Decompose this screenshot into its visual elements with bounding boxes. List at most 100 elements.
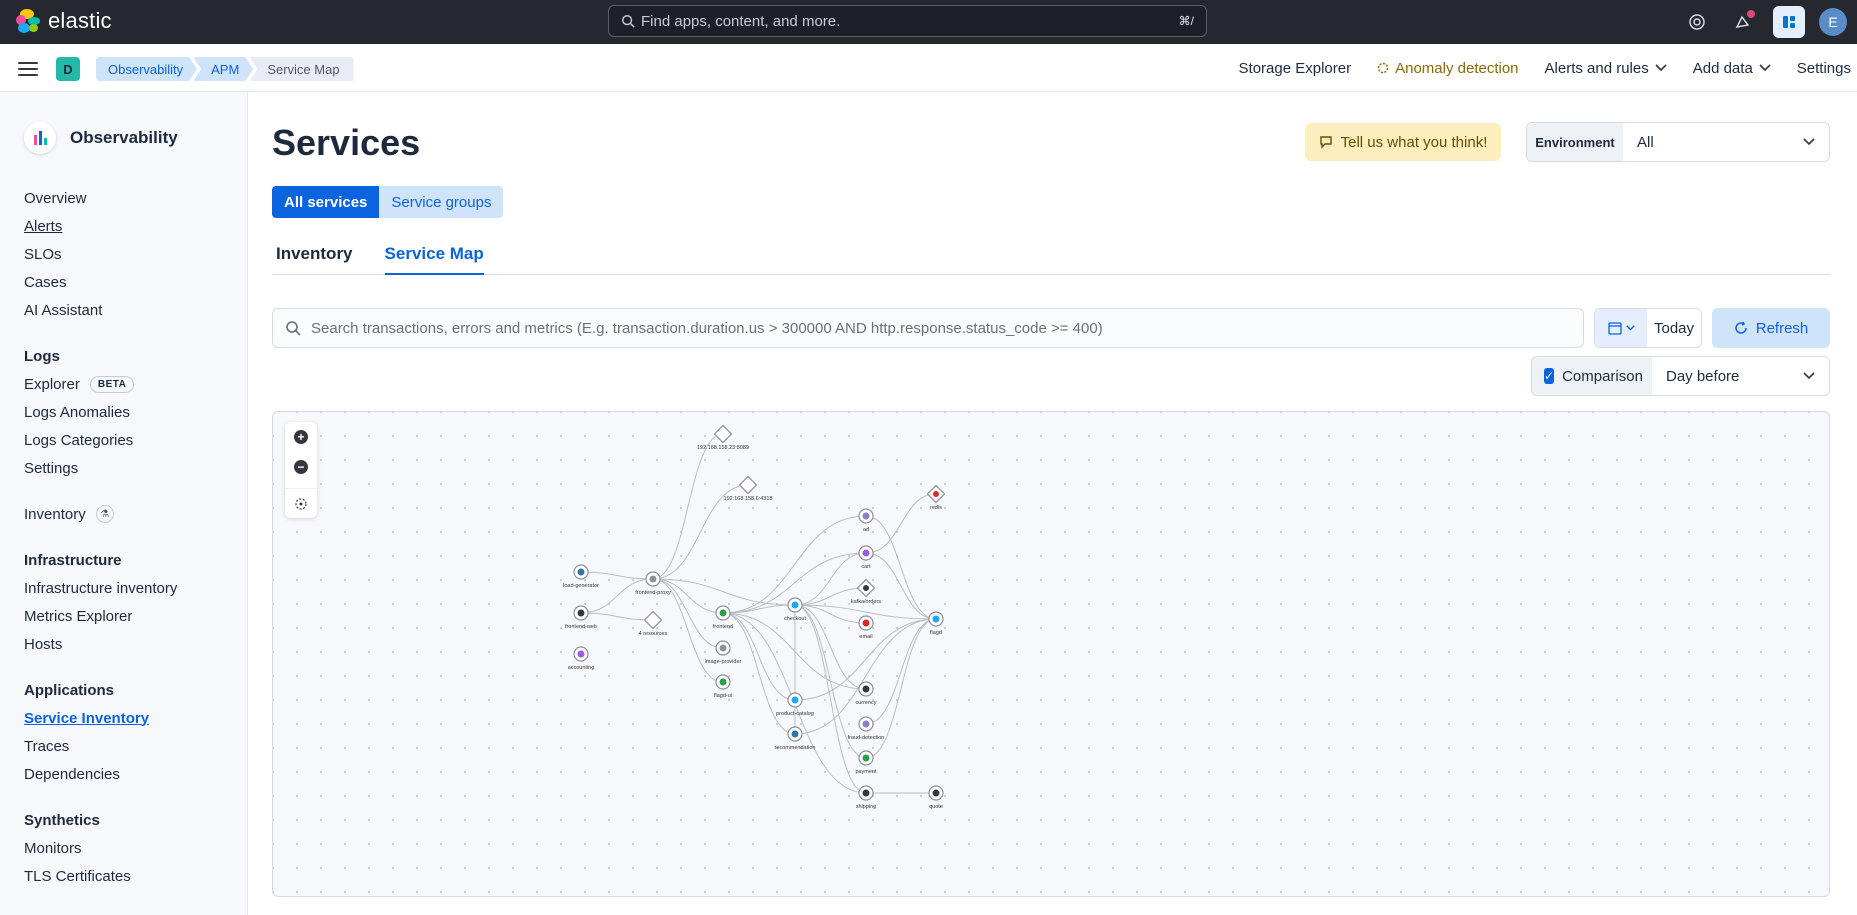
checkbox-checked-icon[interactable]: ✓ [1544, 368, 1555, 384]
map-node-label: quote [929, 804, 943, 810]
map-node-frontend[interactable]: frontend [713, 605, 733, 630]
tab-service-map[interactable]: Service Map [384, 240, 484, 275]
map-node-currency[interactable]: currency [855, 681, 877, 706]
map-node-ad[interactable]: ad [858, 508, 874, 533]
nav-overview[interactable]: Overview [24, 189, 87, 207]
settings-link[interactable]: Settings [1796, 59, 1851, 77]
anomaly-detection-link[interactable]: Anomaly detection [1377, 59, 1519, 77]
rust-icon [862, 789, 870, 797]
refresh-button[interactable]: Refresh [1712, 308, 1830, 348]
map-node-label: flagd-ui [714, 693, 732, 699]
map-edge [722, 612, 796, 701]
news-feed-icon[interactable] [1727, 6, 1759, 38]
map-node-ip2[interactable]: 192.168.158.6:4318 [724, 475, 773, 502]
map-edge [865, 515, 937, 620]
nav-infrastructure-inventory[interactable]: Infrastructure inventory [24, 579, 178, 597]
map-edge [865, 618, 937, 725]
nav-traces[interactable]: Traces [24, 737, 70, 755]
nav-dependencies[interactable]: Dependencies [24, 765, 120, 783]
elastic-logo[interactable]: elastic [16, 8, 112, 34]
nav-logs-categories[interactable]: Logs Categories [24, 431, 134, 449]
map-node-email[interactable]: email [858, 615, 874, 640]
map-node-imageprovider[interactable]: image-provider [705, 640, 742, 665]
nav-ai-assistant[interactable]: AI Assistant [24, 301, 103, 319]
zoom-in-button[interactable]: + [285, 422, 317, 452]
map-node-productcatalog[interactable]: product-catalog [776, 692, 814, 717]
map-node-label: 4 resources [639, 631, 668, 637]
map-node-kafka[interactable]: kafka/orders [851, 578, 882, 605]
map-node-flagdui[interactable]: flagd-ui [714, 674, 732, 699]
service-map-canvas[interactable]: + − 192.168.158.23:8089 192.168.158.6:431… [272, 411, 1830, 897]
menu-icon[interactable] [18, 58, 38, 78]
center-map-button[interactable] [285, 488, 317, 518]
map-node-flagd[interactable]: flagd [928, 611, 944, 636]
all-services-button[interactable]: All services [272, 186, 380, 218]
map-node-frontendproxy[interactable]: frontend-proxy [635, 571, 671, 596]
map-node-loadgen[interactable]: load-generator [563, 564, 599, 589]
global-search-input[interactable]: Find apps, content, and more. ⌘/ [608, 5, 1207, 37]
notification-dot [1747, 10, 1755, 18]
breadcrumb-apm[interactable]: APM [193, 57, 253, 81]
map-node-resources[interactable]: 4 resources [639, 610, 668, 637]
nav-logs-explorer[interactable]: Explorer BETA [24, 370, 234, 398]
observability-logo-icon [24, 122, 56, 154]
map-node-cart[interactable]: cart [858, 545, 874, 570]
map-node-frauddetection[interactable]: fraud-detection [848, 716, 885, 741]
help-icon[interactable] [1681, 6, 1713, 38]
map-node-frontendweb[interactable]: frontend-web [565, 605, 597, 630]
map-node-label: ad [863, 527, 869, 533]
quick-menu-button[interactable] [1595, 309, 1647, 347]
map-edge [652, 578, 724, 614]
nav-alerts[interactable]: Alerts [24, 212, 234, 240]
breadcrumb-observability[interactable]: Observability [96, 57, 197, 81]
refresh-label: Refresh [1755, 319, 1809, 337]
cpp-icon [862, 685, 870, 693]
nav-logs-anomalies[interactable]: Logs Anomalies [24, 403, 130, 421]
user-avatar[interactable]: E [1819, 8, 1847, 36]
service-map-graph: 192.168.158.23:8089 192.168.158.6:4318 red… [563, 424, 946, 810]
map-node-payment[interactable]: payment [855, 750, 877, 775]
alerts-rules-dropdown[interactable]: Alerts and rules [1545, 60, 1667, 77]
nav-service-inventory[interactable]: Service Inventory [24, 709, 150, 727]
feedback-button[interactable]: Tell us what you think! [1305, 123, 1501, 161]
comparison-toggle[interactable]: ✓ Comparison [1532, 357, 1652, 395]
kql-search-input[interactable]: Search transactions, errors and metrics … [272, 308, 1584, 348]
space-avatar[interactable]: D [56, 57, 80, 81]
add-data-dropdown[interactable]: Add data [1693, 60, 1771, 77]
map-edge [794, 604, 867, 794]
map-node-accounting[interactable]: accounting [568, 646, 595, 671]
anomaly-detection-label: Anomaly detection [1395, 59, 1519, 77]
date-picker[interactable]: Today [1594, 308, 1702, 348]
map-edge [865, 618, 937, 759]
map-node-recommendation[interactable]: recommendation [775, 726, 816, 751]
map-node-checkout[interactable]: checkout [784, 597, 806, 622]
environment-select[interactable]: Environment All [1526, 122, 1830, 162]
nav-logs-settings[interactable]: Settings [24, 459, 79, 477]
nav-slos[interactable]: SLOs [24, 245, 62, 263]
nav-metrics-explorer[interactable]: Metrics Explorer [24, 607, 133, 625]
breadcrumb: Observability APM Service Map [96, 57, 354, 81]
map-node-redis[interactable]: redis [926, 484, 946, 511]
map-node-shipping[interactable]: shipping [856, 785, 877, 810]
comparison-label: Comparison [1562, 367, 1643, 385]
service-groups-button[interactable]: Service groups [379, 186, 504, 218]
chevron-down-icon [1803, 372, 1815, 380]
storage-explorer-link[interactable]: Storage Explorer [1238, 59, 1352, 77]
tab-inventory[interactable]: Inventory [276, 244, 353, 263]
nav-cases[interactable]: Cases [24, 273, 67, 291]
brand-name: elastic [48, 8, 112, 33]
map-node-ip1[interactable]: 192.168.158.23:8089 [697, 424, 749, 451]
nav-hosts[interactable]: Hosts [24, 635, 63, 653]
comparison-control: ✓ Comparison Day before [1531, 356, 1830, 396]
nav-inventory[interactable]: Inventory ⚗ [24, 500, 234, 528]
map-edge [794, 552, 867, 606]
map-node-quote[interactable]: quote [928, 785, 944, 810]
map-edges [580, 433, 937, 794]
nav-tls-certificates[interactable]: TLS Certificates [24, 867, 131, 885]
comparison-select[interactable]: Day before [1652, 357, 1829, 395]
nav-monitors[interactable]: Monitors [24, 839, 82, 857]
date-range-value[interactable]: Today [1653, 319, 1695, 337]
zoom-out-button[interactable]: − [285, 452, 317, 482]
main-content: Services Tell us what you think! Environ… [249, 92, 1857, 915]
ai-assistant-icon[interactable] [1773, 6, 1805, 38]
